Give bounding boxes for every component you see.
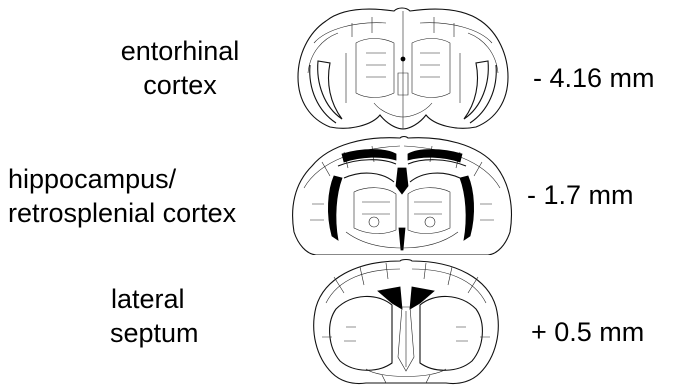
region-label-entorhinal: entorhinal cortex bbox=[105, 34, 255, 102]
region-label-line1: entorhinal bbox=[105, 34, 255, 68]
coordinate-label-anterior: + 0.5 mm bbox=[531, 315, 644, 349]
region-label-line2: retrosplenial cortex bbox=[8, 196, 283, 230]
section-row-entorhinal: entorhinal cortex - 4.16 mm bbox=[0, 0, 674, 130]
coordinate-label-posterior: - 4.16 mm bbox=[533, 61, 655, 95]
brain-section-middle bbox=[282, 132, 522, 255]
region-label-septum: lateral septum bbox=[100, 282, 220, 350]
region-label-line1: hippocampus/ bbox=[8, 162, 283, 196]
section-row-septum: lateral septum + 0.5 mm bbox=[0, 255, 674, 385]
brain-section-anterior bbox=[296, 257, 516, 385]
region-label-hippocampus: hippocampus/ retrosplenial cortex bbox=[8, 162, 283, 230]
brain-section-posterior bbox=[286, 3, 521, 131]
region-label-line2: septum bbox=[100, 316, 220, 350]
region-label-line2: cortex bbox=[105, 68, 255, 102]
section-row-hippocampus: hippocampus/ retrosplenial cortex - 1.7 … bbox=[0, 130, 674, 255]
region-label-line1: lateral bbox=[100, 282, 220, 316]
coordinate-label-middle: - 1.7 mm bbox=[527, 178, 634, 212]
